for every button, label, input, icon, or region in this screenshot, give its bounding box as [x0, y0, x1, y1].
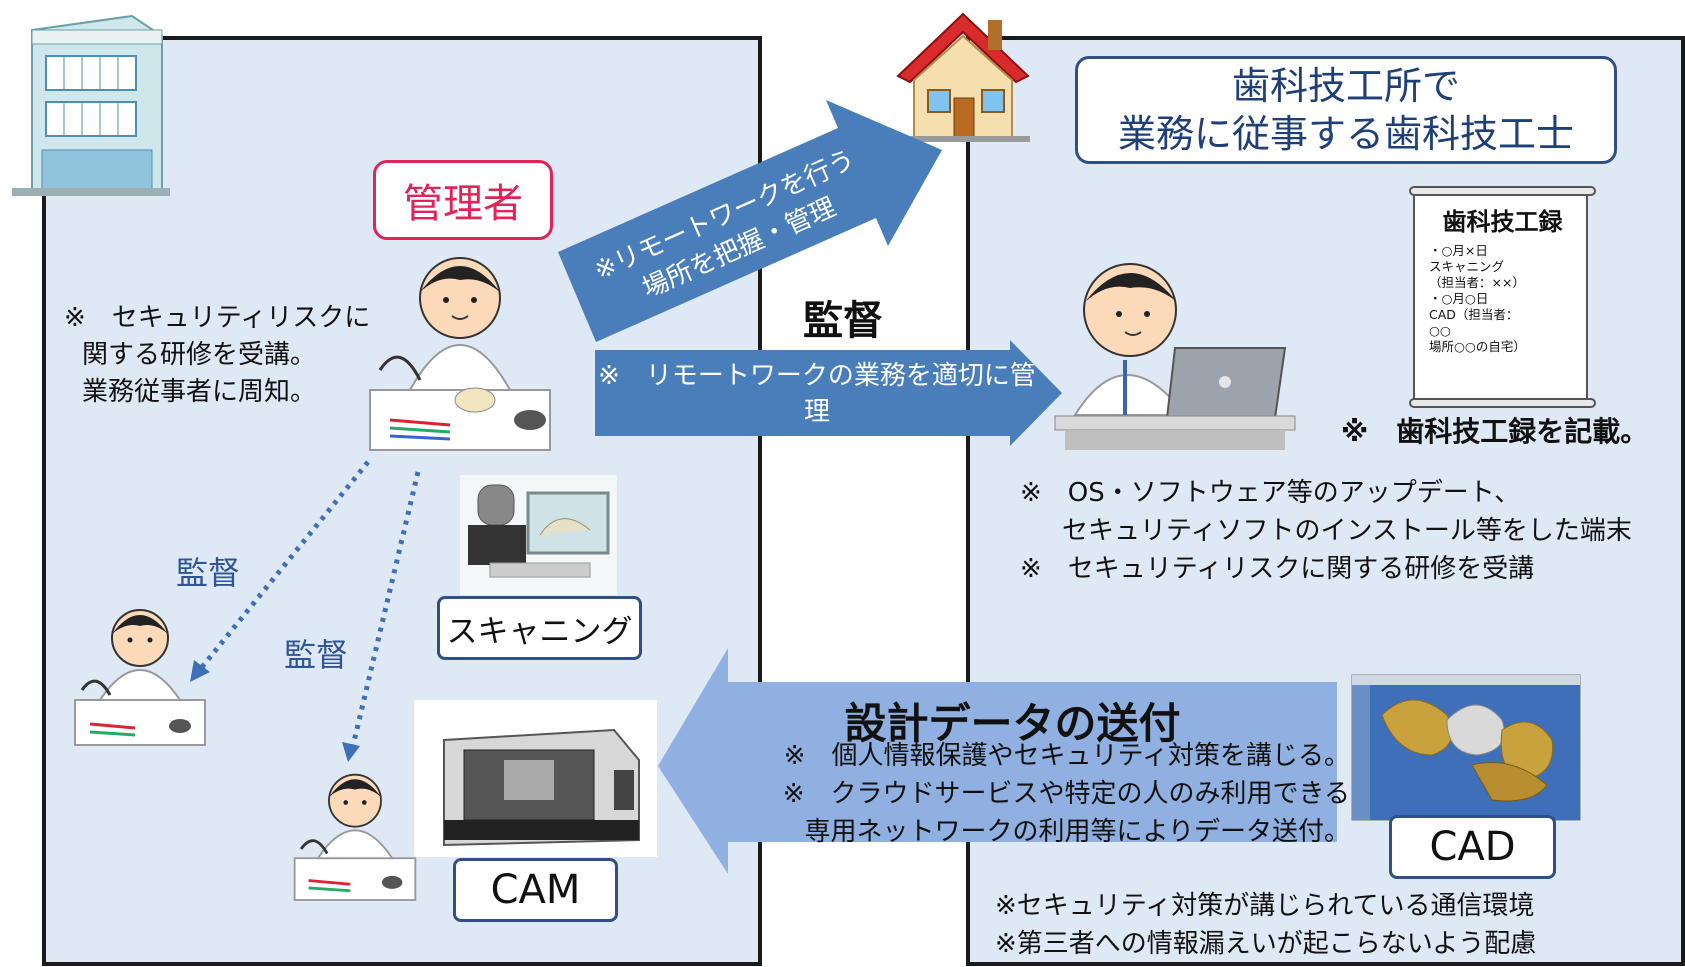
cad-label: CAD: [1429, 824, 1516, 870]
clinic-building-icon: [12, 14, 170, 196]
design-data-title: 設計データの送付: [844, 699, 1181, 748]
manager-note-line: ※ セキュリティリスクに: [64, 303, 371, 333]
record-line: （担当者：××）: [1429, 275, 1525, 290]
manager-note-line: 関する研修を受講。: [82, 340, 317, 370]
technician-illustration-1: [74, 609, 206, 746]
record-note: ※ 歯科技工録を記載。: [1341, 415, 1649, 448]
lab-title-line1: 歯科技工所で: [1231, 64, 1460, 108]
record-title: 歯科技工録: [1442, 208, 1563, 236]
lab-title-line2: 業務に従事する歯科技工士: [1117, 112, 1574, 156]
scanner-photo: [460, 475, 617, 595]
cad-label-box: CAD: [1389, 815, 1556, 879]
design-note-line: ※ 個人情報保護やセキュリティ対策を講じる。: [783, 741, 1350, 771]
manager-note-line: 業務従事者に周知。: [82, 377, 317, 407]
supervise-label-top: 監督: [803, 298, 883, 344]
cam-label-box: CAM: [453, 858, 618, 922]
technician-illustration-2: [293, 773, 417, 901]
house-icon: [896, 12, 1030, 142]
cam-machine-photo: [414, 700, 657, 857]
manage-remote-work-text: ※ リモートワークの業務を適切に管理: [598, 361, 1036, 427]
supervise-label-left2: 監督: [284, 636, 349, 674]
lab-security-notes: ※ OS・ソフトウェア等のアップデート、 セキュリティソフトのインストール等をし…: [1020, 474, 1632, 588]
communication-note-line: ※セキュリティ対策が講じられている通信環境: [995, 891, 1535, 921]
lab-note-line: ※ セキュリティリスクに関する研修を受講: [1020, 554, 1535, 584]
record-line: ・○月○日: [1429, 291, 1489, 306]
manager-technician-illustration: [369, 257, 551, 451]
record-line: スキャニング: [1429, 259, 1505, 274]
cam-label: CAM: [490, 867, 581, 913]
design-data-notes: ※ 個人情報保護やセキュリティ対策を講じる。 ※ クラウドサービスや特定の人のみ…: [690, 737, 1350, 851]
lab-title-box: 歯科技工所で 業務に従事する歯科技工士: [1075, 56, 1617, 164]
record-line: ・○月×日: [1429, 243, 1488, 258]
manager-label-box: 管理者: [373, 160, 553, 240]
record-line: ○○: [1429, 323, 1451, 338]
design-note-line: ※ クラウドサービスや特定の人のみ利用できる: [782, 779, 1350, 809]
lab-note-line: セキュリティソフトのインストール等をした端末: [1062, 516, 1632, 546]
cad-software-screenshot: [1351, 674, 1581, 821]
record-card-bottom-roll: [1409, 398, 1596, 408]
scanning-label: スキャニング: [446, 613, 633, 650]
scanning-label-box: スキャニング: [437, 596, 642, 660]
record-line: CAD（担当者：: [1429, 307, 1519, 322]
manager-label: 管理者: [403, 181, 523, 227]
lab-note-line: ※ OS・ソフトウェア等のアップデート、: [1020, 478, 1521, 508]
manager-notes: ※ セキュリティリスクに 関する研修を受講。 業務従事者に周知。: [64, 300, 370, 411]
record-line: 場所○○の自宅）: [1429, 339, 1526, 354]
design-note-line: 専用ネットワークの利用等によりデータ送付。: [804, 817, 1350, 847]
communication-note-line: ※第三者への情報漏えいが起こらないよう配慮: [995, 929, 1537, 959]
communication-notes: ※セキュリティ対策が講じられている通信環境 ※第三者への情報漏えいが起こらないよ…: [995, 887, 1536, 963]
remote-technician-illustration: [1054, 263, 1296, 450]
supervise-label-left1: 監督: [176, 554, 241, 592]
dental-technician-record-card: 歯科技工録 ・○月×日 スキャニング （担当者：××） ・○月○日 CAD（担当…: [1409, 186, 1596, 408]
record-card-top-roll: [1409, 186, 1596, 196]
